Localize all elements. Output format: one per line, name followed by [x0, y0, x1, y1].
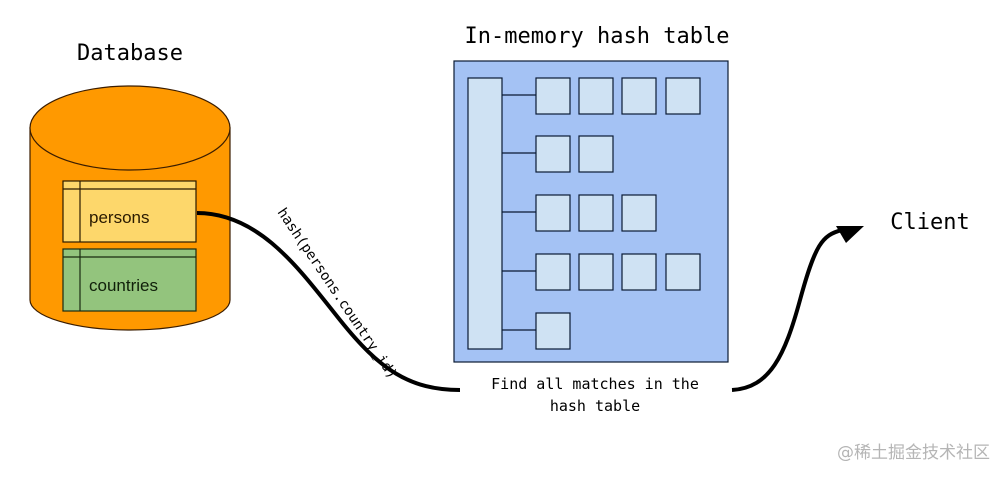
hash-entry-cell [535, 253, 571, 291]
client-edge-curve [731, 228, 843, 392]
table-countries-label: countries [89, 276, 158, 295]
hash-entry-cell [578, 135, 614, 173]
hash-buckets [502, 77, 701, 350]
watermark: @稀土掘金技术社区 [837, 443, 990, 463]
table-countries: countries [62, 248, 197, 312]
match-label-line1: Find all matches in the [491, 375, 699, 393]
hash-entry-cell [578, 77, 614, 115]
hash-edge-label: hash(persons.country_id) [274, 205, 400, 382]
hash-entry-cell [535, 77, 571, 115]
arrowhead-icon [836, 226, 864, 243]
table-persons: persons [62, 180, 197, 243]
hash-entry-cell [665, 77, 701, 115]
hash-entry-cell [621, 77, 657, 115]
database-title: Database [77, 41, 183, 66]
hash-entry-cell [535, 135, 571, 173]
match-label-line2: hash table [550, 397, 640, 415]
table-persons-label: persons [89, 208, 149, 227]
hash-edge-curve [196, 211, 461, 392]
hash-entry-cell [578, 253, 614, 291]
hash-entry-cell [535, 194, 571, 232]
hash-entry-cell [665, 253, 701, 291]
hash-entry-cell [621, 194, 657, 232]
hash-entry-cell [621, 253, 657, 291]
hash-bucket-array [467, 77, 503, 350]
hash-entry-cell [535, 312, 571, 350]
hash-table-title: In-memory hash table [465, 24, 730, 49]
client-label: Client [890, 210, 969, 235]
hash-entry-cell [578, 194, 614, 232]
